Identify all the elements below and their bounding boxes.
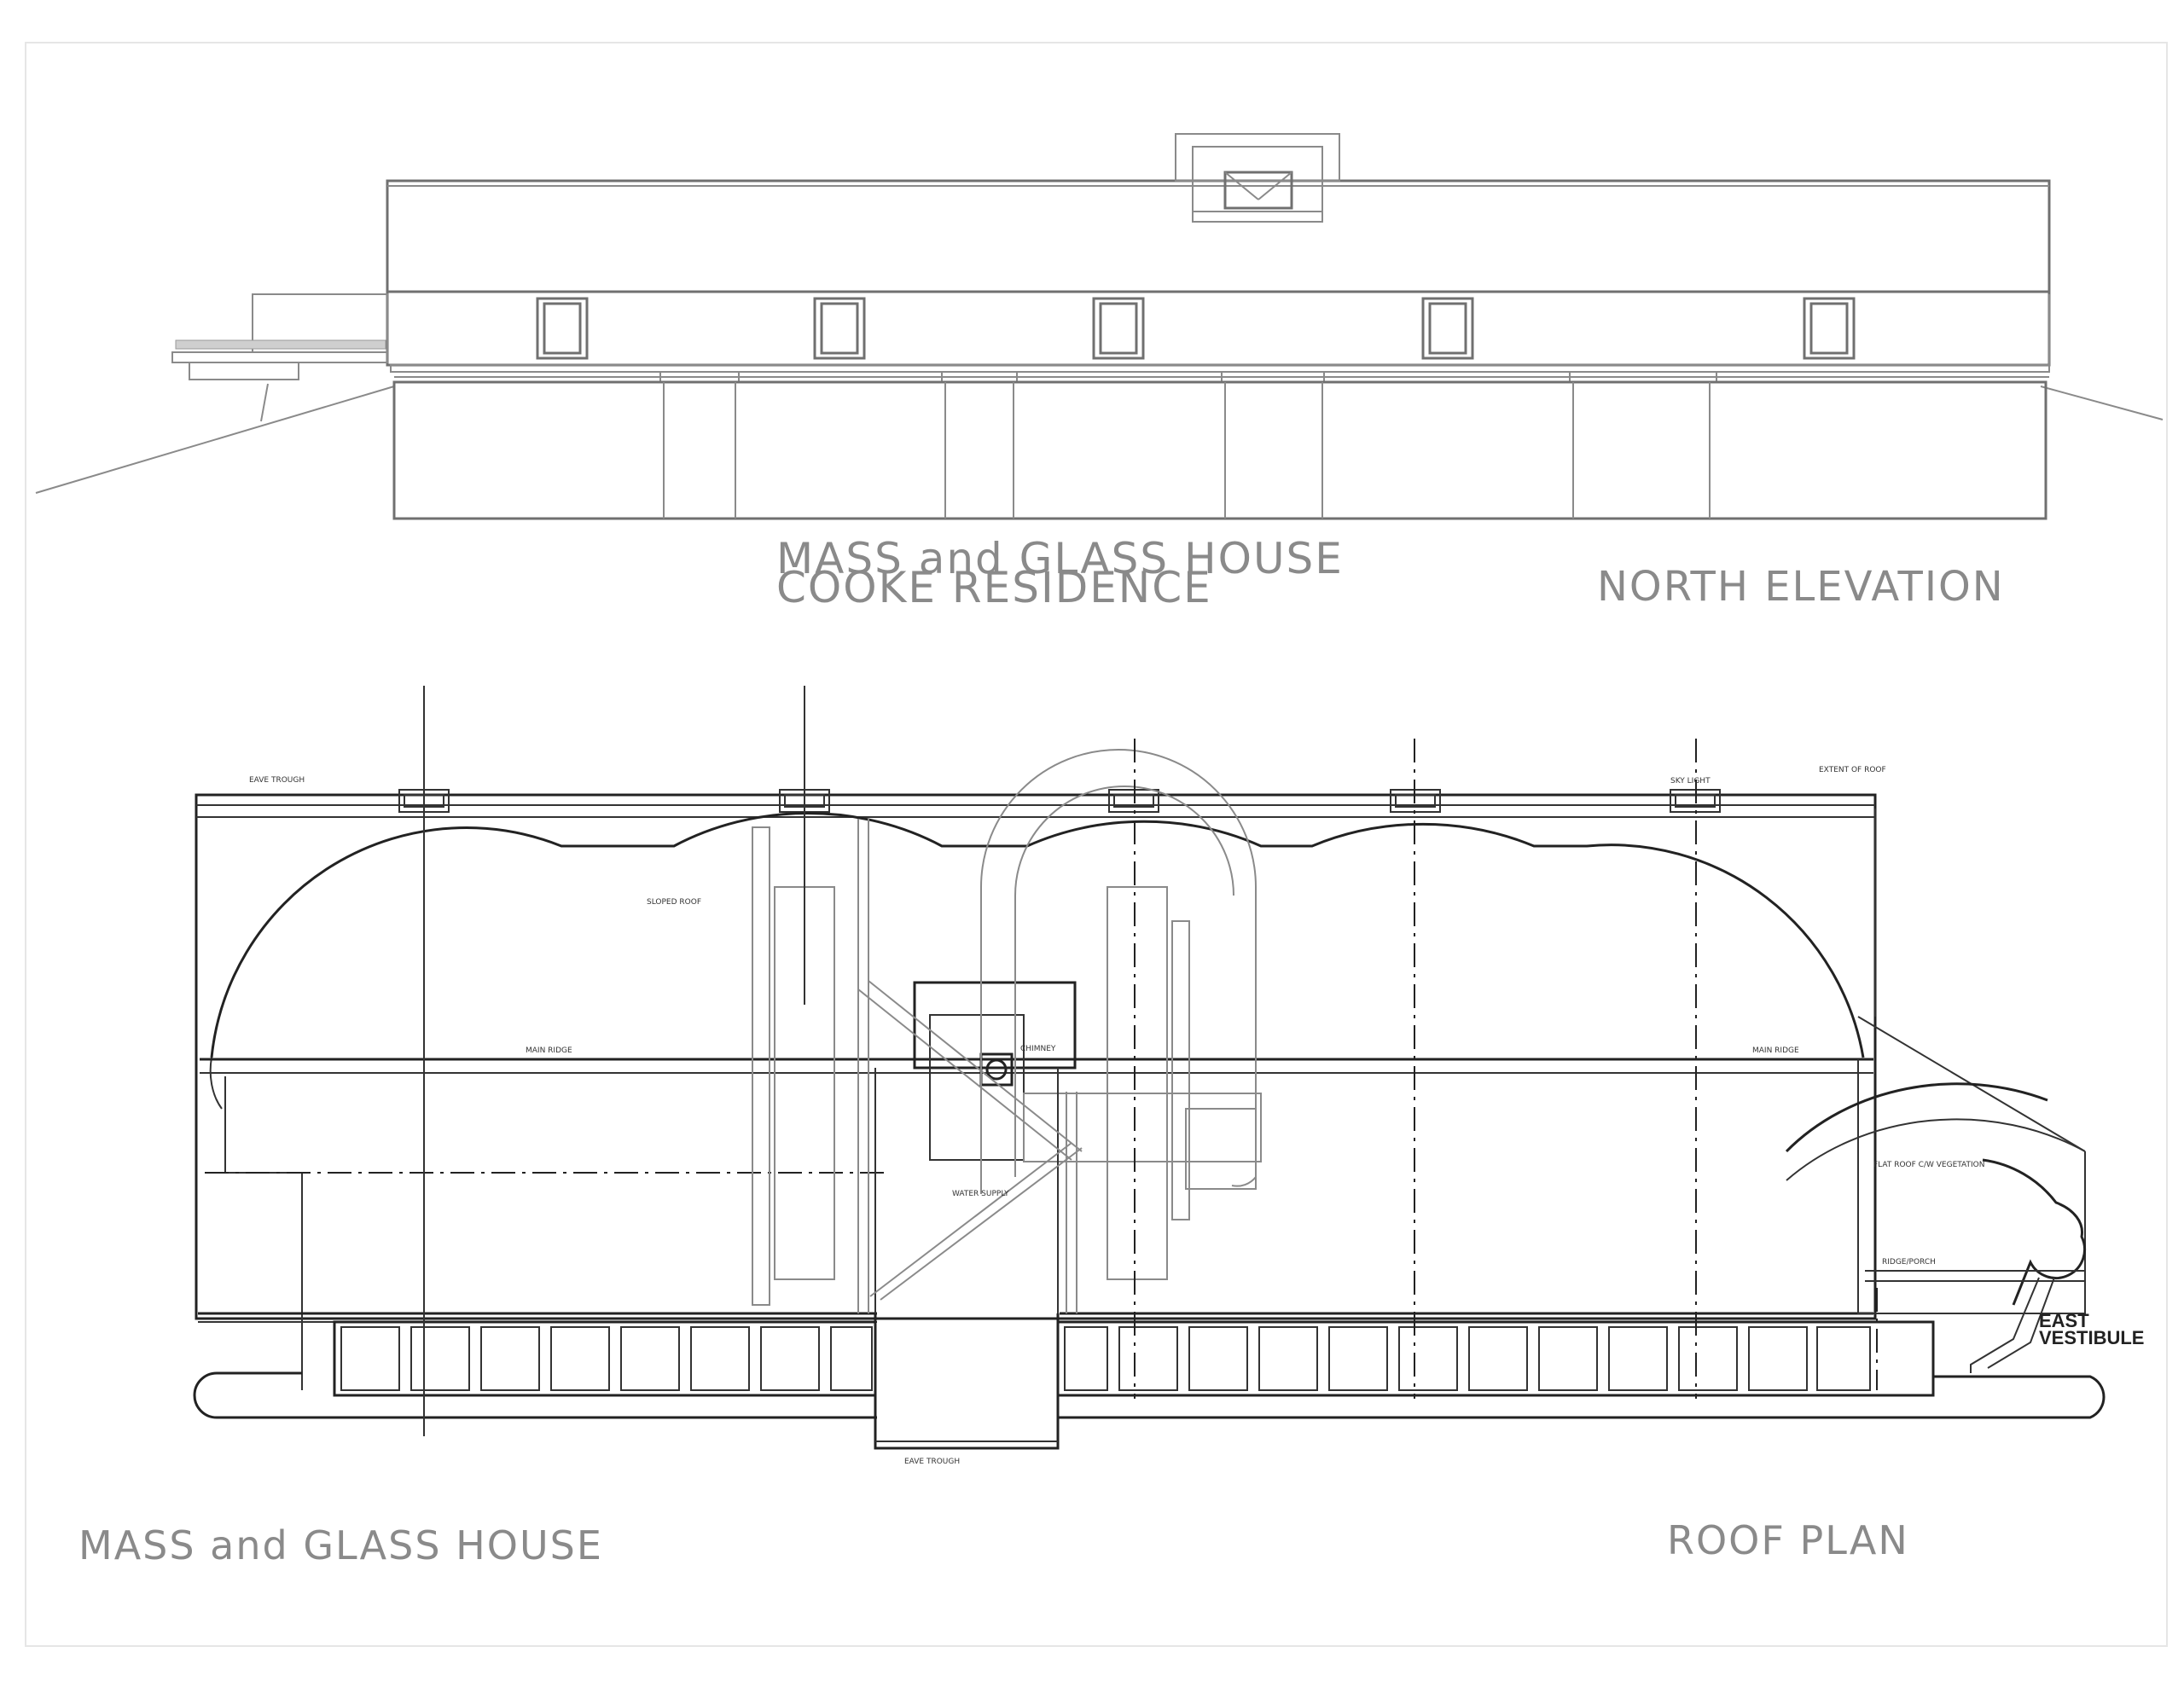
note-main-ridge-right: MAIN RIDGE xyxy=(1752,1046,1799,1055)
note-sloped-roof: SLOPED ROOF xyxy=(647,898,701,907)
vestibule-label-line2: VESTIBULE xyxy=(2039,1327,2144,1348)
east-wing xyxy=(1785,809,2087,1390)
note-sky-light: SKY LIGHT xyxy=(1670,777,1711,786)
note-eave-trough-top: EAVE TROUGH xyxy=(249,776,305,785)
note-water-supply: WATER SUPPLY xyxy=(952,1190,1009,1198)
sheet-border xyxy=(25,42,2168,1647)
note-eave-trough-bottom: EAVE TROUGH xyxy=(904,1458,960,1466)
roof-plan-view-label: ROOF PLAN xyxy=(1667,1517,1909,1563)
grid-lines xyxy=(423,686,1697,1436)
vent-channels xyxy=(752,749,1257,1313)
elevation-view-label: NORTH ELEVATION xyxy=(1597,563,2005,611)
elevation-title-line2: COOKE RESIDENCE xyxy=(776,563,1212,612)
note-chimney: CHIMNEY xyxy=(1020,1045,1056,1053)
note-main-ridge-left: MAIN RIDGE xyxy=(526,1046,572,1055)
note-ridge-porch: RIDGE/PORCH xyxy=(1882,1258,1936,1267)
elevation-hatch xyxy=(175,339,386,350)
roof-plan xyxy=(193,686,2106,1450)
note-extent-of-roof: EXTENT OF ROOF xyxy=(1819,766,1886,774)
roof-plan-title: MASS and GLASS HOUSE xyxy=(78,1522,603,1568)
note-flat-roof: FLAT ROOF C/W VEGETATION xyxy=(1873,1161,1984,1169)
elevation-title-line1: MASS and GLASS HOUSE xyxy=(776,534,1344,583)
north-elevation xyxy=(35,133,2164,520)
vestibule-label-line1: EAST xyxy=(2039,1310,2089,1331)
